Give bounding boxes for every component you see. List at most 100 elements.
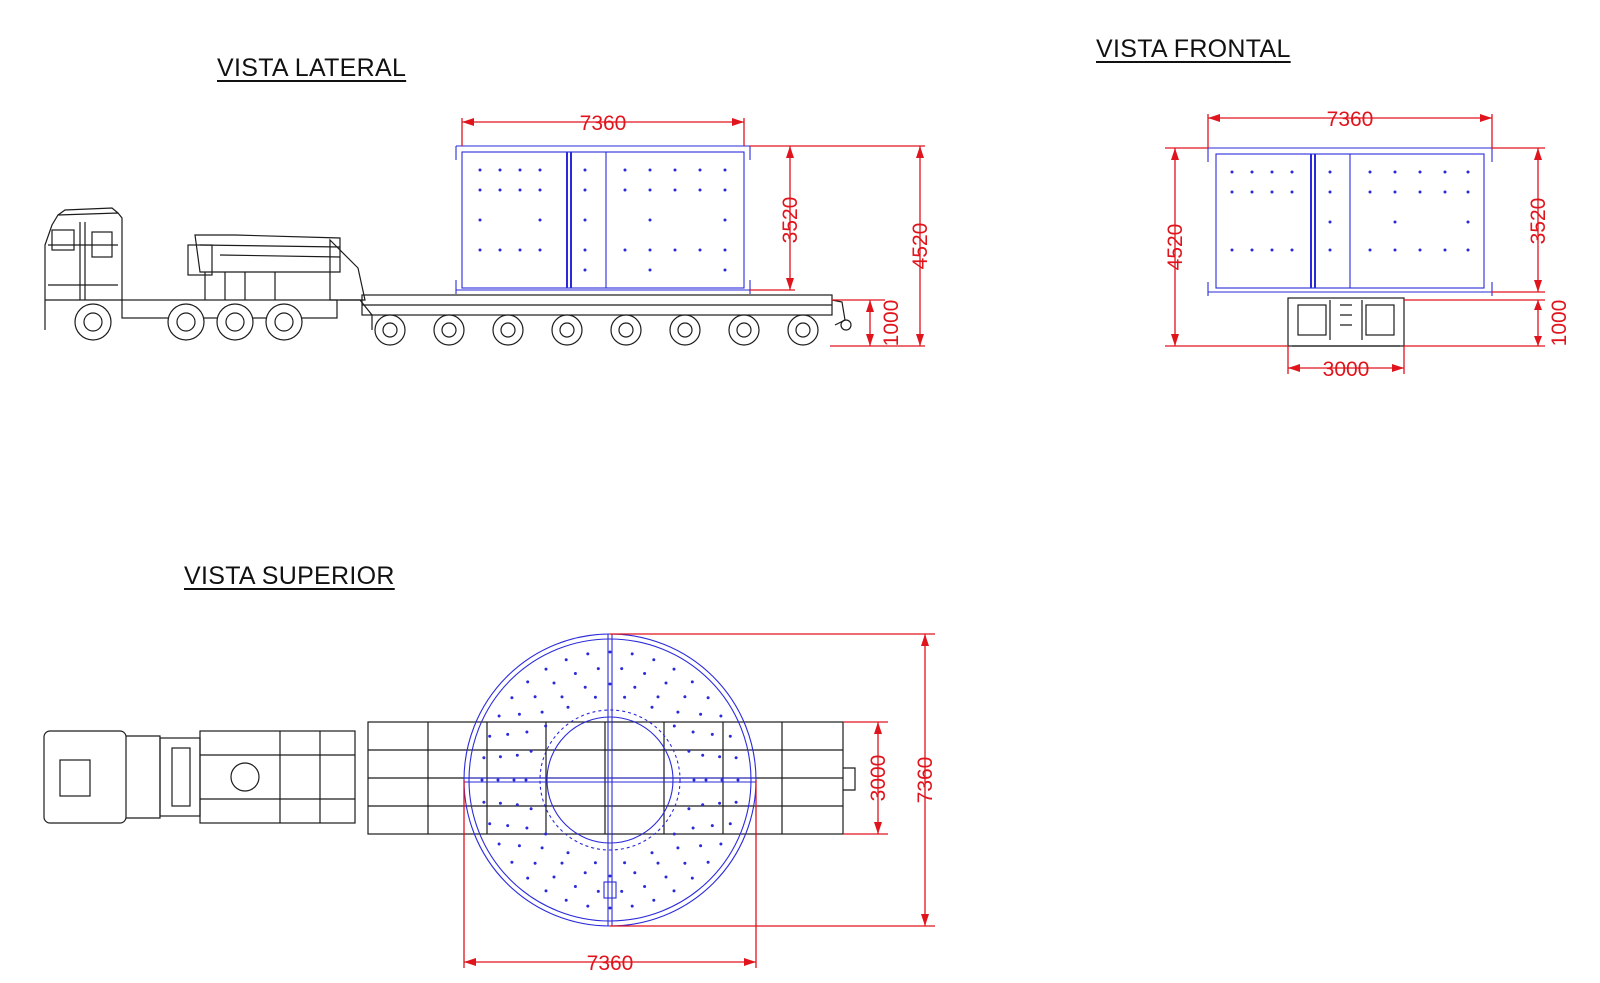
disc-bolt-hole [526, 876, 530, 880]
disc-bolt-hole [710, 732, 714, 736]
superior-trailer-width-label: 3000 [867, 755, 890, 802]
lateral-view-title: VISTA LATERAL [217, 54, 407, 82]
disc-bolt-hole [593, 861, 597, 865]
disc-bolt-hole [652, 898, 656, 902]
disc-bolt-hole [596, 889, 600, 893]
disc-bolt-hole [692, 778, 696, 782]
disc-bolt-hole [552, 875, 556, 879]
disc-bolt-hole [512, 778, 516, 782]
disc-bolt-hole [683, 861, 687, 865]
disc-bolt-hole [620, 889, 624, 893]
lateral-view: 7360 3520 4520 1000 [44, 112, 932, 347]
disc-bolt-hole [525, 826, 529, 830]
lateral-cargo-height-label: 3520 [779, 197, 802, 244]
superior-view: 3000 7360 7360 [43, 633, 937, 975]
disc-bolt-hole [566, 705, 570, 709]
disc-bolt-hole [608, 874, 612, 878]
disc-bolt-hole [720, 778, 724, 782]
disc-bolt-hole [643, 672, 647, 675]
disc-bolt-hole [676, 846, 680, 850]
disc-bolt-hole [701, 753, 705, 757]
disc-bolt-hole [510, 696, 514, 700]
disc-bolt-hole [544, 724, 548, 728]
frontal-deck-height-label: 1000 [1548, 300, 1571, 347]
disc-bolt-hole [656, 695, 660, 699]
truck-side-icon [44, 207, 373, 330]
disc-bolt-hole [506, 824, 510, 828]
frontal-view-title: VISTA FRONTAL [1096, 35, 1291, 63]
disc-bolt-hole [734, 756, 738, 760]
disc-bolt-hole [560, 695, 564, 699]
disc-bolt-hole [672, 889, 676, 893]
disc-bolt-hole [482, 756, 486, 760]
disc-bolt-hole [480, 778, 484, 782]
disc-bolt-hole [529, 807, 533, 811]
truck-wheels [74, 303, 303, 341]
disc-bolt-hole [672, 667, 676, 671]
cargo-disc-top-icon [463, 633, 757, 927]
disc-bolt-hole [515, 803, 519, 807]
disc-bolt-hole [706, 860, 710, 864]
cargo-box-side-icon [455, 145, 751, 294]
disc-bolt-hole [676, 710, 680, 714]
lateral-total-height-label: 4520 [909, 223, 932, 270]
disc-bolt-hole [544, 832, 548, 836]
superior-length-label: 7360 [587, 952, 634, 975]
disc-bolt-hole [552, 681, 556, 685]
disc-bolt-hole [533, 695, 537, 699]
disc-bolt-hole [544, 667, 548, 671]
disc-bolt-hole [524, 778, 528, 782]
disc-bolt-hole [488, 822, 492, 826]
disc-bolt-hole [706, 696, 710, 700]
disc-bolt-hole [544, 889, 548, 893]
disc-bolt-hole [719, 842, 723, 846]
disc-bolt-hole [643, 885, 647, 888]
disc-bolt-hole [672, 724, 676, 728]
lateral-dimensions: 7360 3520 4520 1000 [461, 112, 932, 347]
disc-bolt-hole [560, 861, 564, 865]
disc-bolt-hole [691, 730, 695, 734]
disc-bolt-hole [498, 755, 502, 759]
disc-bolt-hole [718, 801, 722, 805]
frontal-view: 7360 4520 3520 1000 3000 [1164, 108, 1571, 381]
disc-bolt-hole [736, 778, 740, 782]
disc-bolt-hole [608, 650, 612, 654]
disc-bolt-hole [593, 695, 597, 699]
disc-bolt-hole [540, 846, 544, 850]
disc-bolt-hole [623, 861, 627, 865]
disc-bolt-hole [699, 712, 703, 716]
disc-bolt-hole [497, 714, 501, 718]
disc-bolt-hole [496, 778, 500, 782]
disc-bolt-hole [608, 682, 612, 686]
disc-bolt-hole [728, 734, 732, 738]
disc-bolt-hole [498, 801, 502, 805]
disc-bolt-hole [690, 680, 694, 684]
disc-bolt-hole [664, 681, 668, 685]
disc-bolt-hole [664, 875, 668, 879]
disc-bolt-hole [586, 904, 590, 908]
disc-bolt-hole [564, 898, 568, 902]
superior-dimensions: 3000 7360 7360 [463, 633, 937, 975]
superior-diameter-label: 7360 [914, 757, 937, 804]
disc-bolt-hole [704, 778, 708, 782]
disc-bolt-hole [710, 824, 714, 828]
disc-bolt-hole [583, 871, 587, 875]
disc-bolt-hole [488, 734, 492, 738]
disc-bolt-hole [620, 667, 624, 671]
disc-bolt-hole [650, 851, 654, 855]
disc-bolt-hole [583, 685, 587, 689]
disc-bolt-hole [515, 753, 519, 757]
disc-bolt-hole [719, 714, 723, 718]
frontal-total-height-label: 4520 [1164, 224, 1187, 271]
truck-top-icon [43, 730, 356, 824]
disc-bolt-hole [672, 832, 676, 836]
disc-bolt-hole [633, 685, 637, 689]
trailer-front-icon [1287, 297, 1405, 347]
disc-bolt-hole [652, 658, 656, 662]
disc-bolt-hole [533, 861, 537, 865]
disc-bolt-hole [564, 658, 568, 662]
disc-bolt-hole [510, 860, 514, 864]
disc-bolt-hole [540, 710, 544, 714]
disc-bolt-hole [690, 876, 694, 880]
disc-bolt-hole [630, 904, 634, 908]
